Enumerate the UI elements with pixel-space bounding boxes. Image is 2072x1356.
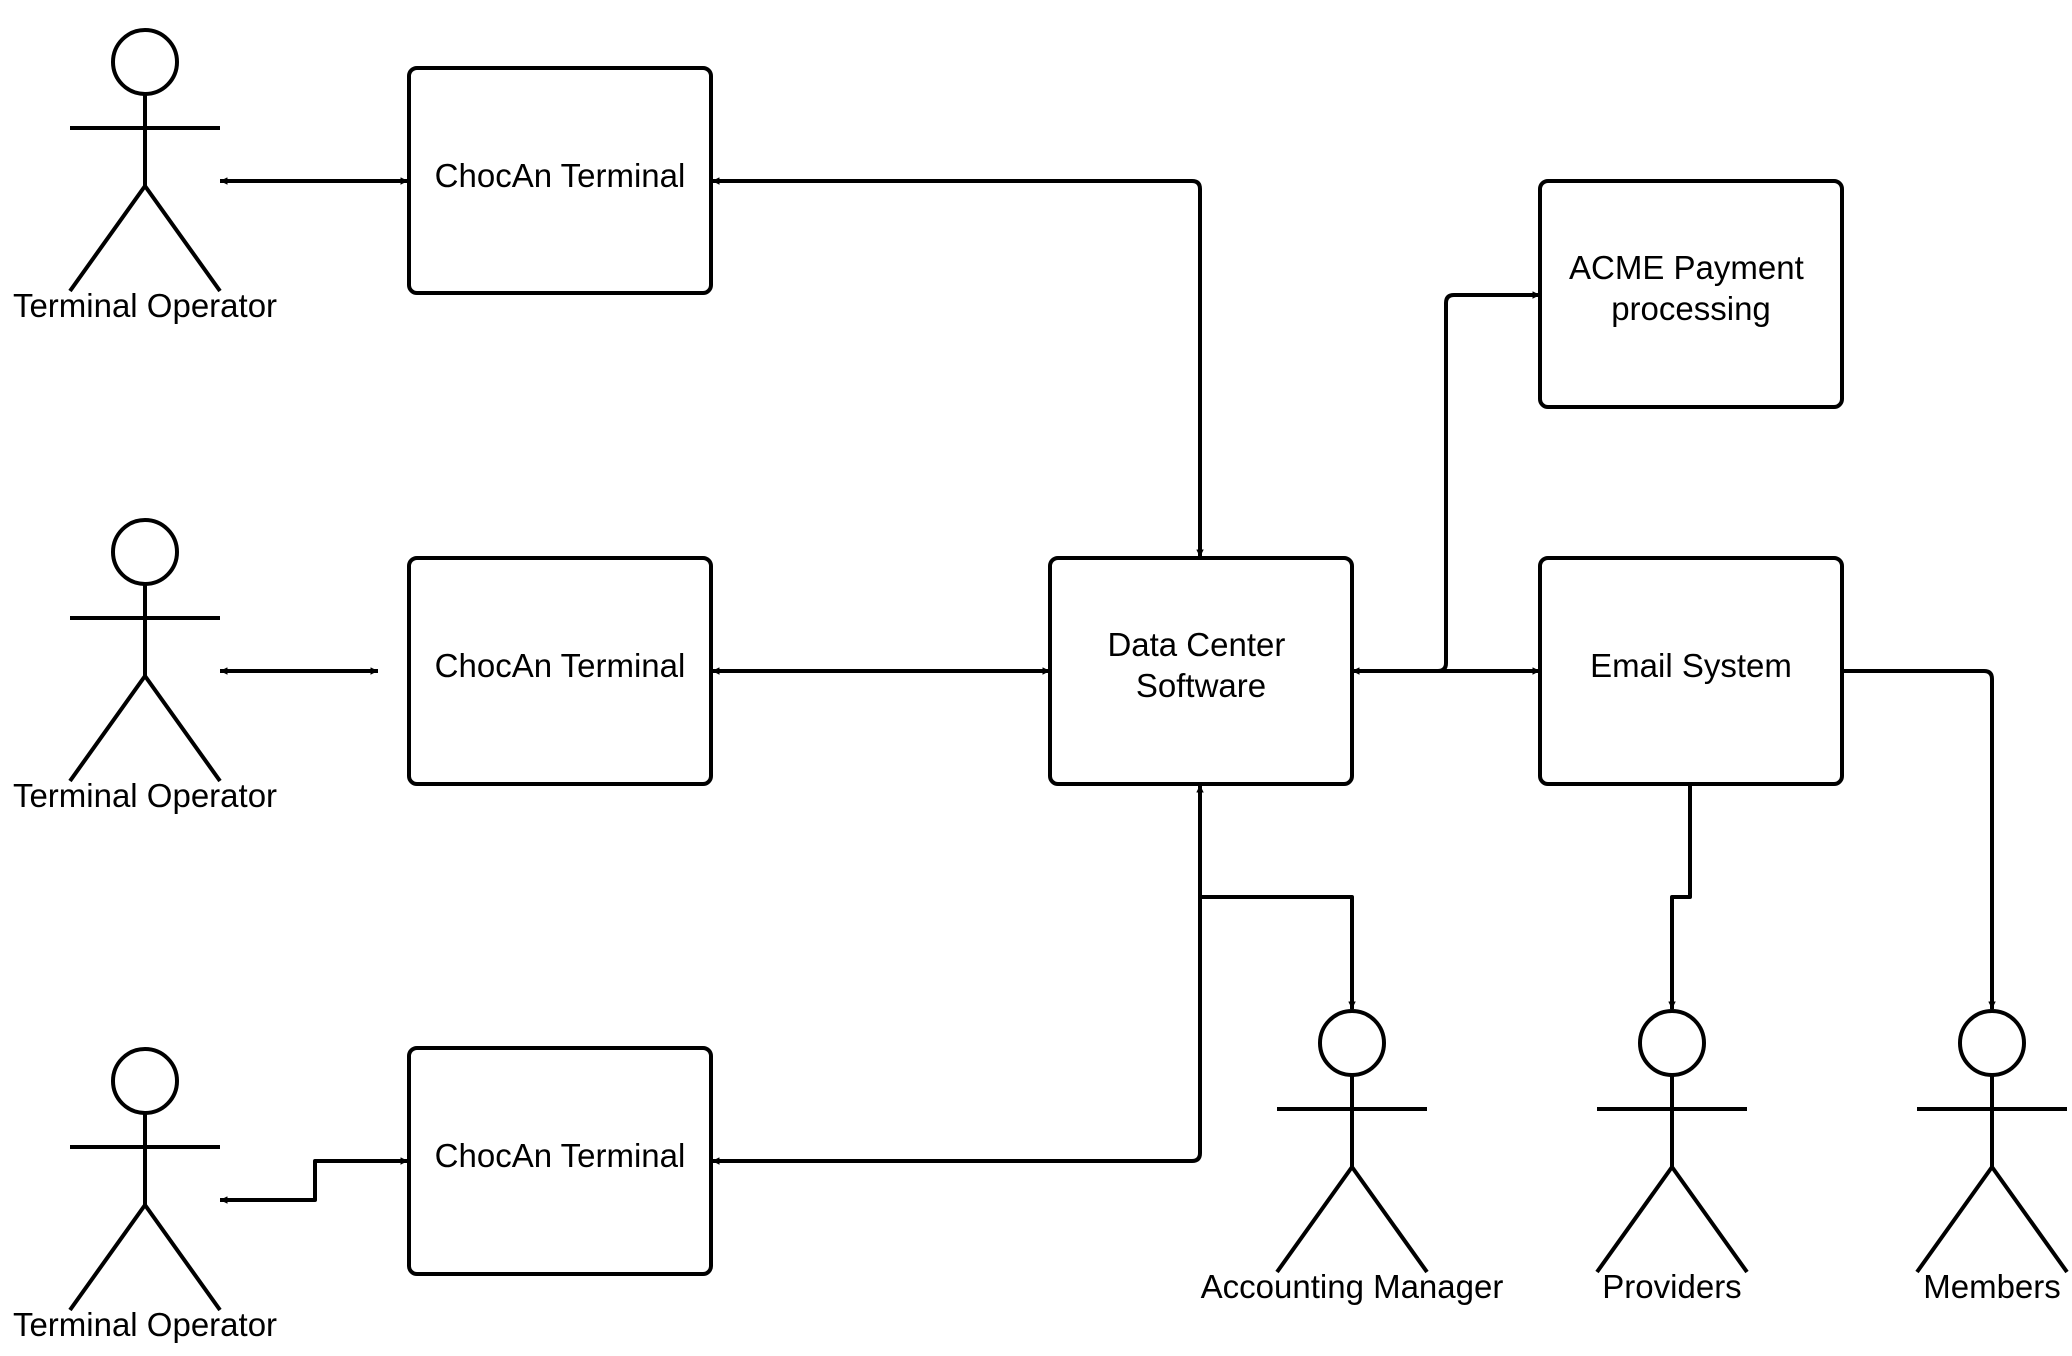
- terminal-top-label: ChocAn Terminal: [435, 157, 686, 194]
- connector-data-center-accounting: [1200, 895, 1356, 1009]
- data-center-label: Data Center Software: [1107, 626, 1294, 704]
- connector-operator-bot-terminal-bot: [220, 1157, 408, 1204]
- terminal-box-mid: [407, 556, 713, 786]
- actor-providers: [1595, 1009, 1749, 1274]
- actor-label-operator-top: Terminal Operator: [13, 287, 277, 324]
- actor-terminal-operator-top: [68, 28, 222, 293]
- actor-terminal-operator-mid: [68, 518, 222, 783]
- email-system-label: Email System: [1590, 647, 1792, 684]
- connector-email-providers: [1668, 785, 1692, 1009]
- data-center-box: [1048, 556, 1354, 786]
- actor-label-providers: Providers: [1602, 1268, 1741, 1305]
- actor-label-accounting-manager: Accounting Manager: [1201, 1268, 1504, 1305]
- acme-payment-label: ACME Payment processing: [1569, 249, 1813, 327]
- terminal-mid-label: ChocAn Terminal: [435, 647, 686, 684]
- actor-terminal-operator-bot: [68, 1047, 222, 1312]
- connector-email-members: [1842, 669, 1996, 1009]
- connector-terminal-top-data-center: [712, 177, 1204, 557]
- actor-label-operator-mid: Terminal Operator: [13, 777, 277, 814]
- actor-label-members: Members: [1923, 1268, 2061, 1305]
- acme-payment-box: [1538, 179, 1844, 409]
- connector-data-center-acme: [1352, 291, 1540, 673]
- email-system-box: [1538, 556, 1844, 786]
- actor-label-operator-bot: Terminal Operator: [13, 1306, 277, 1343]
- terminal-box-top: [407, 66, 713, 295]
- actor-accounting-manager: [1275, 1009, 1429, 1274]
- actor-members: [1915, 1009, 2069, 1274]
- terminal-box-bot: [407, 1046, 713, 1276]
- terminal-bot-label: ChocAn Terminal: [435, 1137, 686, 1174]
- connector-terminal-bot-data-center: [712, 785, 1204, 1165]
